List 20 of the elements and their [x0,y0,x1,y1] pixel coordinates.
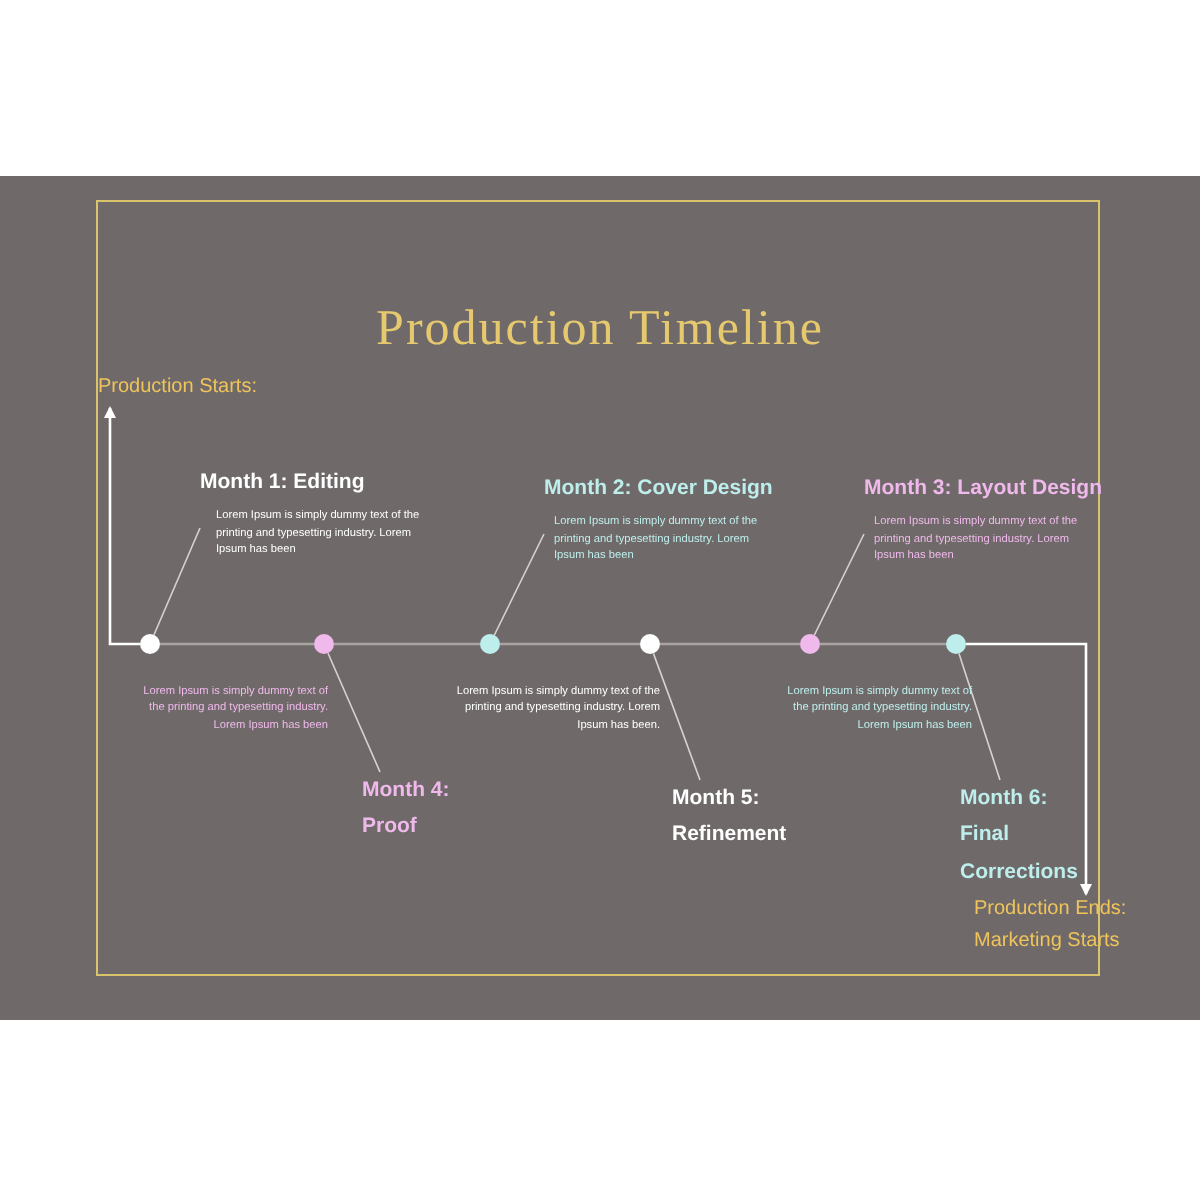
arrow [104,406,140,646]
timeline-line [660,642,800,646]
stage-label: Production Starts: [98,372,358,404]
leader-line [493,533,545,636]
leader-line [153,527,201,636]
timeline-line [500,642,640,646]
leader-line [958,652,1001,781]
timeline-line [334,642,480,646]
month-heading: Month 5: Refinement [672,780,822,854]
title: Production Timeline [376,302,824,356]
month-heading: Month 6: Final Corrections [960,780,1084,891]
month-heading: Month 4: Proof [362,772,472,846]
timeline-line [820,642,946,646]
leader-line [652,652,701,781]
arrow [966,642,1092,896]
timeline-line [160,642,314,646]
month-heading: Month 1: Editing [200,468,367,498]
month-heading: Month 2: Cover Design [544,474,775,504]
leader-line [813,533,865,636]
leader-line [327,652,381,773]
